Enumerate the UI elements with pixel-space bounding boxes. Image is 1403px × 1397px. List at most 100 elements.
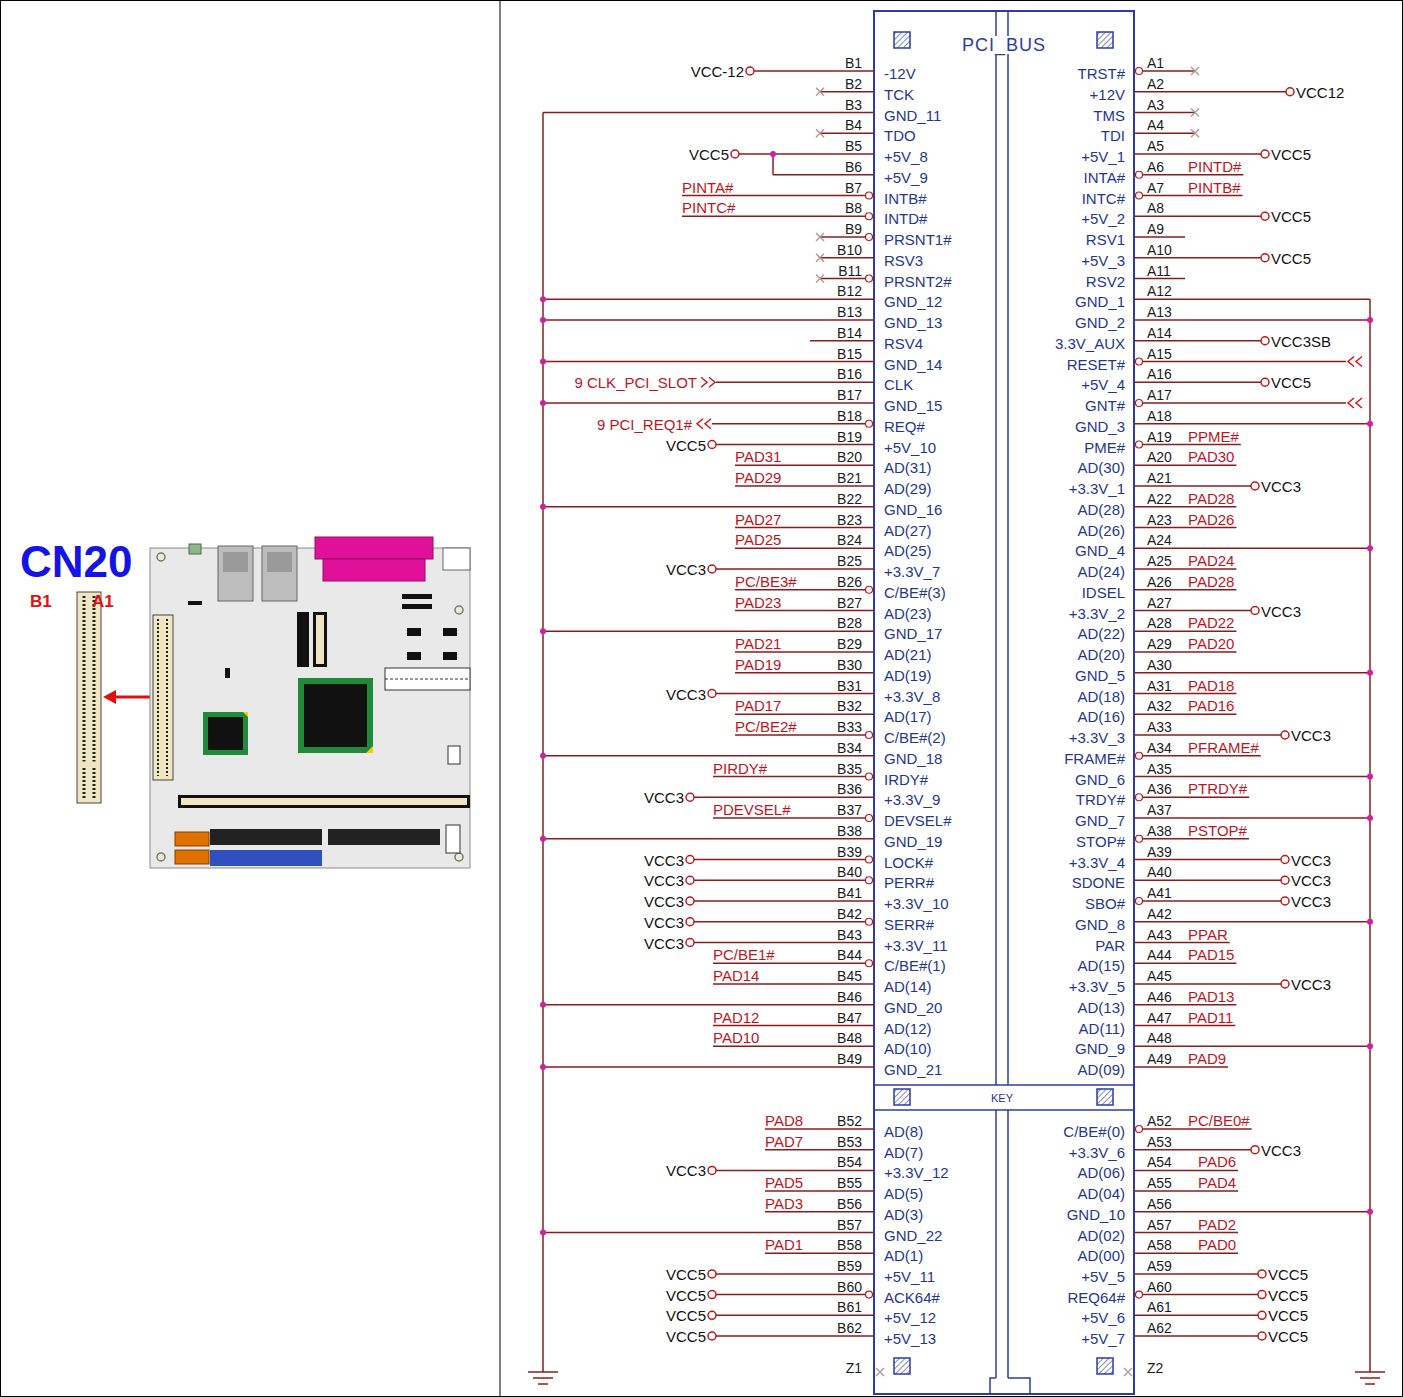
pin-name: AD(14) (884, 979, 932, 994)
pin-name: RSV1 (1086, 232, 1125, 247)
power-terminal (708, 1291, 716, 1299)
power-terminal (1281, 897, 1289, 905)
active-low-bubble (1136, 171, 1143, 178)
wire (1135, 133, 1195, 135)
pin-name: +5V_8 (884, 149, 928, 164)
pin-number: B15 (837, 347, 862, 361)
net-label: PAD17 (735, 698, 781, 713)
power-net: VCC5 (1268, 1266, 1308, 1281)
pin-name: GND_18 (884, 750, 942, 765)
net-label: PAD31 (735, 449, 781, 464)
pin-number: A49 (1147, 1052, 1172, 1066)
pin-name: PRSNT1# (884, 232, 952, 247)
wire (716, 693, 873, 695)
net-label: PAD16 (1188, 698, 1234, 713)
pin-number: B46 (837, 990, 862, 1004)
wire (713, 983, 873, 985)
power-net: VCC5 (1271, 250, 1311, 265)
active-low-bubble (1136, 752, 1143, 759)
board-illustration (157, 619, 159, 776)
pin-number: A35 (1147, 762, 1172, 776)
wire (735, 527, 873, 529)
net-label: PAD15 (1188, 947, 1234, 962)
net-label: PC/BE1# (713, 947, 775, 962)
active-low-bubble (866, 1291, 873, 1298)
pin-number: A41 (1147, 886, 1172, 900)
active-low-bubble (1136, 898, 1143, 905)
wire (1135, 91, 1286, 93)
wire (543, 402, 873, 404)
pin-name: +5V_12 (884, 1310, 936, 1325)
power-net: VCC3 (1291, 873, 1331, 888)
wire (1135, 1025, 1235, 1027)
pin-number: A3 (1147, 98, 1164, 112)
board-illustration (455, 606, 463, 614)
wire (1135, 1170, 1238, 1172)
connector-outline (1007, 1110, 1009, 1378)
pin-number: A19 (1147, 430, 1172, 444)
pin-name: AD(7) (884, 1144, 923, 1159)
power-terminal (1251, 1146, 1259, 1154)
net-label: PAD24 (1188, 553, 1234, 568)
wire (1135, 963, 1236, 965)
pin-name: RSV3 (884, 252, 923, 267)
pin-name: +5V_9 (884, 169, 928, 184)
net-label: PAD14 (713, 968, 759, 983)
wire (820, 257, 873, 259)
net-label: PAD21 (735, 636, 781, 651)
pin-name: TCK (884, 86, 914, 101)
pin-number: A4 (1147, 118, 1164, 132)
wire (735, 548, 873, 550)
wire (682, 216, 873, 218)
board-illustration (443, 548, 470, 570)
power-net: VCC3 (1291, 728, 1331, 743)
pin-name: AD(1) (884, 1248, 923, 1263)
connector-outline (894, 1358, 910, 1374)
wire (1135, 402, 1346, 404)
power-terminal (1261, 254, 1269, 262)
active-low-bubble (866, 877, 873, 884)
wire (1135, 589, 1236, 591)
pin-side: A1 (92, 593, 114, 610)
pin-number: A42 (1147, 907, 1172, 921)
net-label: PAD30 (1188, 449, 1234, 464)
wire (528, 1371, 558, 1373)
pin-number: B4 (845, 118, 862, 132)
board-illustration (385, 679, 470, 680)
wire (543, 319, 873, 321)
active-low-bubble (866, 420, 873, 427)
wire (1135, 1252, 1238, 1254)
pin-name: AD(00) (1077, 1248, 1125, 1263)
wire (1135, 506, 1236, 508)
pin-number: A40 (1147, 865, 1172, 879)
pin-name: GND_1 (1075, 294, 1125, 309)
port-arrow (1348, 398, 1362, 408)
net-label: PC/BE3# (735, 573, 797, 588)
pin-number: A30 (1147, 658, 1172, 672)
nc-mark (816, 233, 824, 241)
power-terminal (1258, 1291, 1266, 1299)
junction-dot (540, 317, 546, 323)
pin-number: B35 (837, 762, 862, 776)
pin-number: B45 (837, 969, 862, 983)
net-label: PAD5 (765, 1175, 803, 1190)
pin-name: GND_21 (884, 1062, 942, 1077)
wire (713, 776, 873, 778)
wire (1135, 817, 1370, 819)
net-label: PAD29 (735, 470, 781, 485)
pin-name: GND_20 (884, 999, 942, 1014)
net-label: PC/BE2# (735, 719, 797, 734)
pin-name: AD(15) (1077, 958, 1125, 973)
pin-number: B42 (837, 907, 862, 921)
pin-number: B43 (837, 928, 862, 942)
pin-number: A60 (1147, 1280, 1172, 1294)
wire (716, 1170, 873, 1172)
pin-number: B6 (845, 160, 862, 174)
pin-number: A53 (1147, 1135, 1172, 1149)
wire (1135, 382, 1261, 384)
board-illustration (225, 668, 230, 678)
connector-ref: CN20 (20, 540, 133, 584)
board-illustration (150, 548, 470, 868)
net-label: PAD6 (1198, 1154, 1236, 1169)
